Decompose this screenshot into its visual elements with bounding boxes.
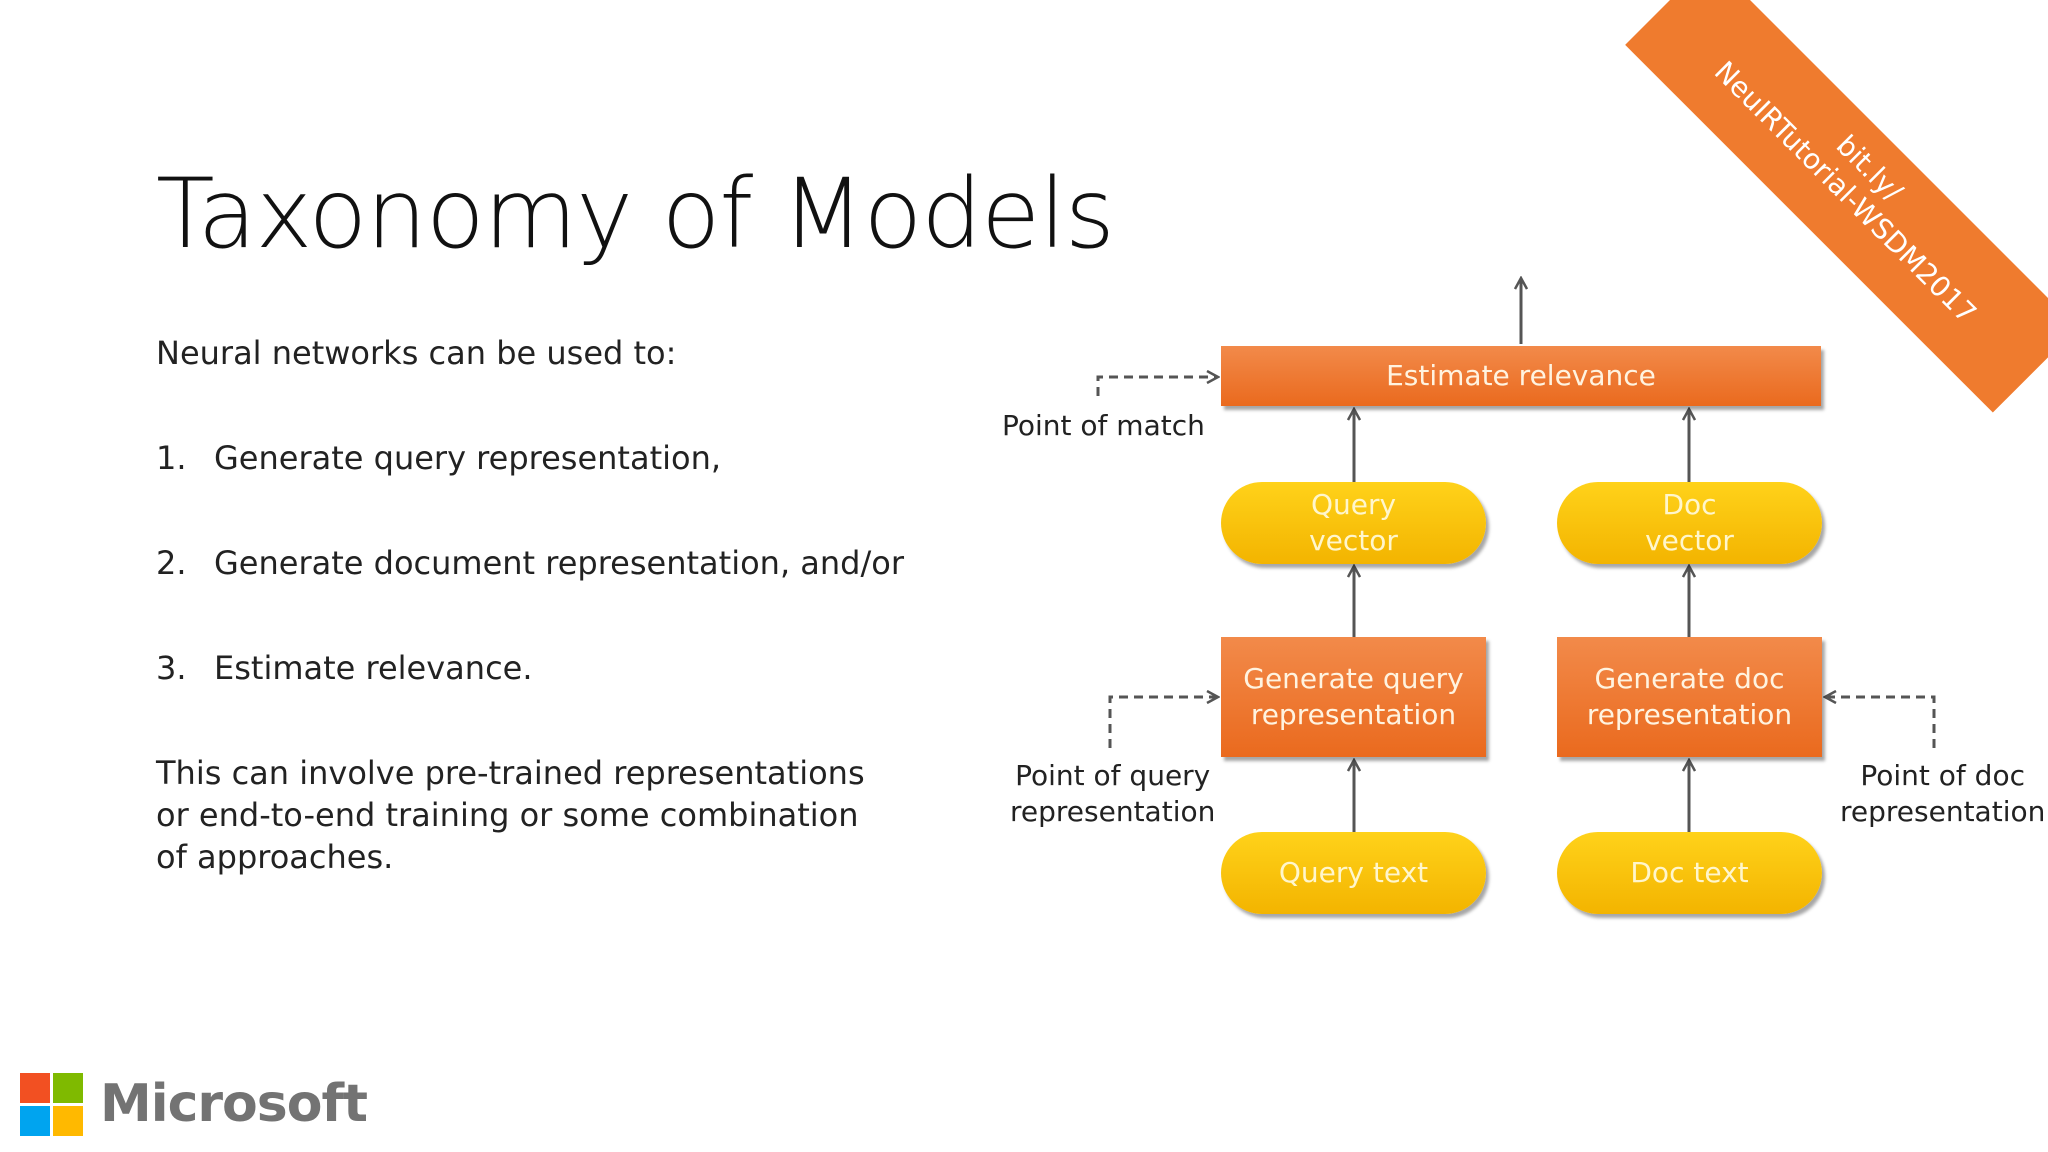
list-item: Estimate relevance. <box>214 649 533 687</box>
generate-query-box: Generate query representation <box>1221 637 1486 757</box>
point-of-doc-line: Point of doc <box>1860 759 2025 792</box>
doc-vector-pill: Doc vector <box>1557 482 1822 564</box>
generate-doc-box: Generate doc representation <box>1557 637 1822 757</box>
doc-text-label: Doc text <box>1630 856 1749 889</box>
point-of-doc-line: representation <box>1840 795 2046 828</box>
estimate-relevance-box: Estimate relevance <box>1221 346 1821 406</box>
doc-text-pill: Doc text <box>1557 832 1822 914</box>
list-item-number: 1. <box>156 439 187 477</box>
query-vector-label: Query <box>1310 488 1397 521</box>
microsoft-wordmark: Microsoft <box>100 1074 368 1134</box>
slide-title: Taxonomy of Models <box>156 158 1115 270</box>
list-item: Generate document representation, and/or <box>214 544 904 582</box>
list-item-number: 3. <box>156 649 187 687</box>
point-of-doc-label: Point of doc representation <box>1840 758 2045 830</box>
list-item-number: 2. <box>156 544 187 582</box>
generate-query-label: Generate query <box>1243 662 1464 695</box>
point-of-query-label: Point of query representation <box>1010 758 1215 830</box>
query-text-pill: Query text <box>1221 832 1486 914</box>
microsoft-logo-icon <box>20 1073 83 1136</box>
intro-text: Neural networks can be used to: <box>156 334 677 372</box>
generate-doc-label: representation <box>1586 698 1793 731</box>
generate-query-label: representation <box>1250 698 1457 731</box>
list-item: Generate query representation, <box>214 439 722 477</box>
doc-vector-label: vector <box>1645 524 1734 557</box>
generate-doc-label: Generate doc <box>1594 662 1785 695</box>
dashed-arrow-match <box>1096 377 1218 396</box>
dashed-arrow-query <box>1108 697 1218 748</box>
estimate-relevance-label: Estimate relevance <box>1386 359 1656 392</box>
dashed-arrow-doc <box>1825 697 1936 748</box>
query-vector-pill: Query vector <box>1221 482 1486 564</box>
query-text-label: Query text <box>1278 856 1429 889</box>
query-vector-label: vector <box>1309 524 1398 557</box>
point-of-match-label: Point of match <box>1002 409 1205 442</box>
doc-vector-label: Doc <box>1662 488 1717 521</box>
point-of-query-line: representation <box>1010 795 1216 828</box>
point-of-query-line: Point of query <box>1015 759 1211 792</box>
summary-paragraph: This can involve pre-trained representat… <box>156 754 865 876</box>
